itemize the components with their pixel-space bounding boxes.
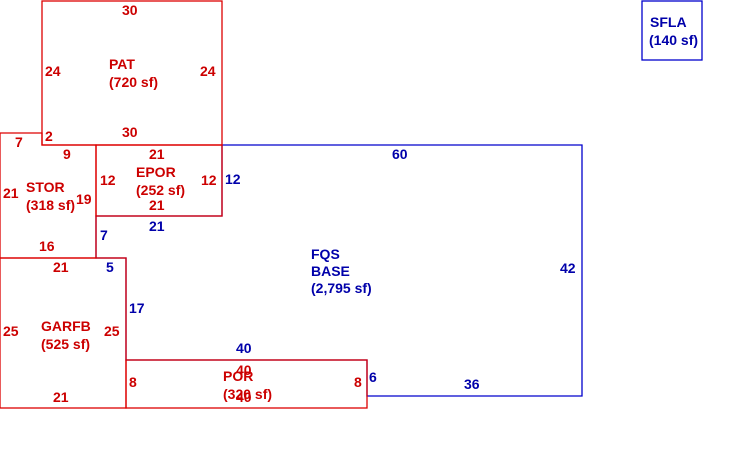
stor-area: (318 sf)	[26, 197, 75, 213]
fqs-label-2: BASE	[311, 263, 350, 279]
garfb-dim-bottom: 21	[53, 389, 69, 405]
garfb-area: (525 sf)	[41, 336, 90, 352]
pat-dim-right: 24	[200, 63, 216, 79]
epor-area: (252 sf)	[136, 182, 185, 198]
fqs-area: (2,795 sf)	[311, 280, 372, 296]
fqs-dim-epor-left: 7	[100, 227, 108, 243]
sfla-outline	[641, 0, 703, 61]
por-dim-right: 8	[354, 374, 362, 390]
sfla-label: SFLA	[650, 14, 687, 30]
stor-dim-top: 7	[15, 134, 23, 150]
fqs-dim-right: 42	[560, 260, 576, 276]
fqs-dim-bottom: 36	[464, 376, 480, 392]
por-outline	[125, 359, 368, 409]
garfb-dim-top: 21	[53, 259, 69, 275]
epor-dim-top: 21	[149, 146, 165, 162]
stor-dim-bottom: 16	[39, 238, 55, 254]
epor-dim-left: 12	[100, 172, 116, 188]
fqs-dim-epor-right: 12	[225, 171, 241, 187]
por-area: (320 sf)	[223, 386, 272, 402]
fqs-dim-por-top: 40	[236, 340, 252, 356]
pat-dim-bottom: 30	[122, 124, 138, 140]
fqs-dim-garage-top: 5	[106, 259, 114, 275]
stor-label: STOR	[26, 179, 65, 195]
garfb-dim-left: 25	[3, 323, 19, 339]
stor-dim-top-inner: 9	[63, 146, 71, 162]
sfla-area: (140 sf)	[649, 32, 698, 48]
stor-dim-left: 21	[3, 185, 19, 201]
epor-dim-right: 12	[201, 172, 217, 188]
epor-outline	[95, 144, 223, 217]
pat-dim-top: 30	[122, 2, 138, 18]
pat-dim-left: 24	[45, 63, 61, 79]
epor-label: EPOR	[136, 164, 176, 180]
fqs-dim-top: 60	[392, 146, 408, 162]
por-label: POR	[223, 368, 253, 384]
por-dim-bottom: 40	[236, 389, 252, 405]
pat-label: PAT	[109, 56, 135, 72]
stor-dim-right: 19	[76, 191, 92, 207]
fqs-dim-garage-right: 17	[129, 300, 145, 316]
pat-area: (720 sf)	[109, 74, 158, 90]
fqs-label: FQS	[311, 246, 340, 262]
garfb-outline	[0, 257, 127, 409]
por-dim-left: 8	[129, 374, 137, 390]
fqs-dim-right-step: 6	[369, 369, 377, 385]
pat-dim-corner: 2	[45, 128, 53, 144]
garfb-dim-right: 25	[104, 323, 120, 339]
epor-dim-bottom: 21	[149, 197, 165, 213]
garfb-label: GARFB	[41, 318, 91, 334]
fqs-dim-epor-bottom: 21	[149, 218, 165, 234]
por-dim-top: 40	[236, 362, 252, 378]
